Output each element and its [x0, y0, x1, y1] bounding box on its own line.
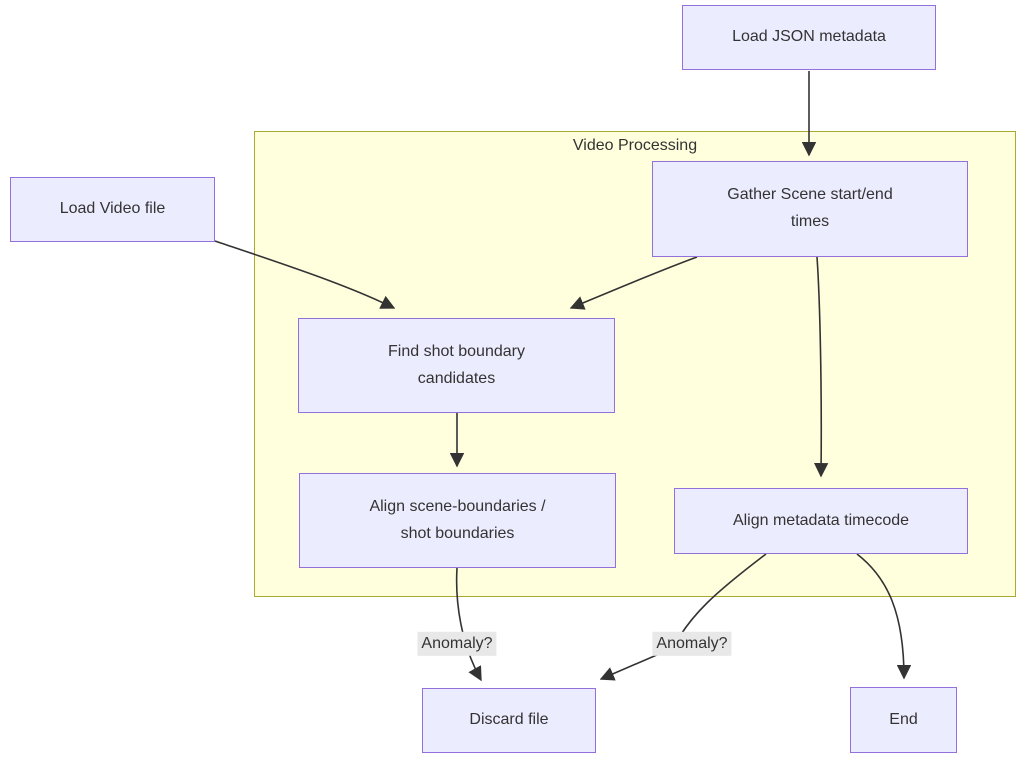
- node-align-metadata-timecode: Align metadata timecode: [674, 488, 968, 554]
- node-label: Align metadata timecode: [732, 511, 910, 529]
- node-label: End: [889, 710, 918, 728]
- edge-label-anomaly-right: Anomaly?: [652, 631, 732, 657]
- node-label-line: Gather Scene start/end: [727, 186, 893, 204]
- node-label-line: candidates: [417, 369, 496, 387]
- node-load-video-file: Load Video file: [10, 177, 215, 242]
- node-label: Discard file: [469, 711, 549, 729]
- node-align-scene-shot-boundaries: Align scene-boundaries / shot boundaries: [299, 473, 616, 568]
- edge-label-anomaly-left: Anomaly?: [417, 631, 497, 657]
- node-end: End: [850, 687, 957, 753]
- node-load-json-metadata: Load JSON metadata: [682, 5, 936, 70]
- node-discard-file: Discard file: [422, 688, 596, 753]
- node-label-line: Find shot boundary: [388, 342, 525, 360]
- node-find-shot-boundary-candidates: Find shot boundary candidates: [298, 318, 615, 413]
- node-label-line: times: [790, 213, 830, 230]
- node-label-line: Align scene-boundaries /: [369, 497, 546, 515]
- node-label: Load JSON metadata: [732, 28, 886, 46]
- node-gather-scene-times: Gather Scene start/end times: [652, 161, 968, 257]
- node-label-line: shot boundaries: [400, 524, 515, 542]
- node-label: Load Video file: [59, 200, 166, 218]
- cluster-title: Video Processing: [572, 137, 698, 154]
